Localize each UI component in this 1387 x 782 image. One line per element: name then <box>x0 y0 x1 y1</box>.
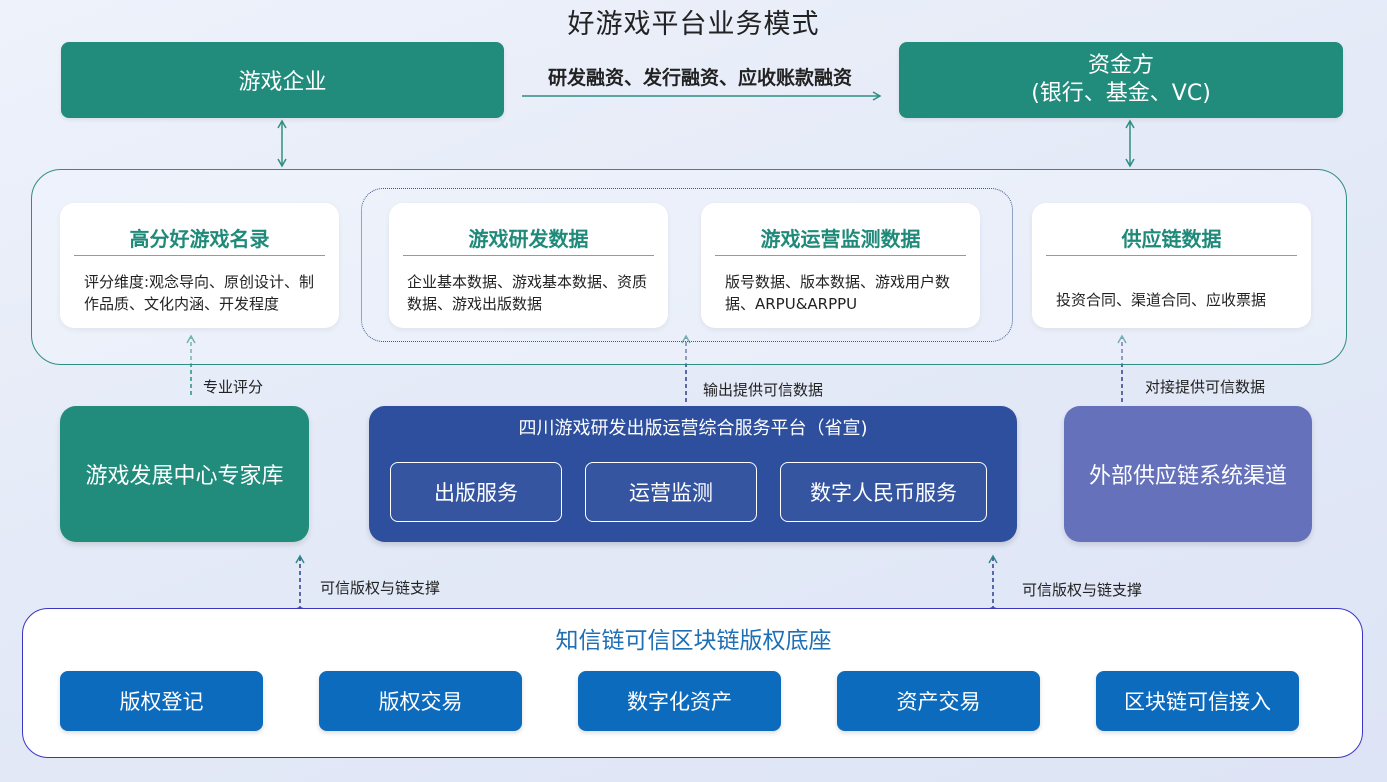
card-game-ops-data[interactable]: 游戏运营监测数据 版号数据、版本数据、游戏用户数据、ARPU&ARPPU <box>701 203 980 328</box>
card-title: 游戏研发数据 <box>468 227 589 251</box>
financing-label: 研发融资、发行融资、应收账款融资 <box>547 67 852 89</box>
platform-data-group <box>361 188 1013 342</box>
funder-box[interactable]: 资金方 (银行、基金、VC) <box>899 42 1343 118</box>
card-divider <box>715 255 966 256</box>
game-enterprise-box[interactable]: 游戏企业 <box>61 42 504 118</box>
supply-channel-box[interactable]: 外部供应链系统渠道 <box>1064 406 1312 542</box>
support-right-label: 可信版权与链支撑 <box>1022 581 1143 599</box>
card-game-dev-data[interactable]: 游戏研发数据 企业基本数据、游戏基本数据、资质数据、游戏出版数据 <box>389 203 668 328</box>
card-divider <box>1046 255 1297 256</box>
card-body: 企业基本数据、游戏基本数据、资质数据、游戏出版数据 <box>407 273 648 313</box>
expert-library-label: 游戏发展中心专家库 <box>85 464 284 489</box>
funder-title: 资金方 <box>1087 53 1154 78</box>
service-platform: 四川游戏研发出版运营综合服务平台（省宣) 出版服务 运营监测 数字人民币服务 <box>369 406 1017 542</box>
copyright-trade-button[interactable]: 版权交易 <box>319 671 522 731</box>
card-body: 评分维度:观念导向、原创设计、制作品质、文化内涵、开发程度 <box>84 273 315 313</box>
button-label: 数字化资产 <box>627 690 732 714</box>
service-label: 出版服务 <box>434 481 518 505</box>
digital-asset-button[interactable]: 数字化资产 <box>578 671 781 731</box>
copyright-registration-button[interactable]: 版权登记 <box>60 671 263 731</box>
support-left-label: 可信版权与链支撑 <box>320 579 441 597</box>
service-label: 数字人民币服务 <box>810 481 957 505</box>
button-label: 资产交易 <box>896 690 981 714</box>
output-data-label: 输出提供可信数据 <box>703 381 824 399</box>
expert-score-label: 专业评分 <box>203 378 264 396</box>
blockchain-access-button[interactable]: 区块链可信接入 <box>1096 671 1299 731</box>
card-supply-chain-data[interactable]: 供应链数据 投资合同、渠道合同、应收票据 <box>1032 203 1311 328</box>
ops-monitor-button[interactable]: 运营监测 <box>585 462 757 522</box>
card-divider <box>74 255 325 256</box>
button-label: 区块链可信接入 <box>1124 690 1271 714</box>
button-label: 版权登记 <box>119 690 204 714</box>
dock-data-label: 对接提供可信数据 <box>1145 378 1266 396</box>
platform-title: 四川游戏研发出版运营综合服务平台（省宣) <box>518 418 868 439</box>
asset-trade-button[interactable]: 资产交易 <box>837 671 1040 731</box>
card-title: 供应链数据 <box>1121 227 1222 251</box>
game-enterprise-label: 游戏企业 <box>238 70 327 95</box>
digital-rmb-service-button[interactable]: 数字人民币服务 <box>780 462 987 522</box>
expert-library-box[interactable]: 游戏发展中心专家库 <box>60 406 309 542</box>
card-title: 高分好游戏名录 <box>129 227 270 251</box>
card-body: 版号数据、版本数据、游戏用户数据、ARPU&ARPPU <box>725 273 951 313</box>
funder-subtitle: (银行、基金、VC) <box>1031 81 1211 106</box>
service-label: 运营监测 <box>629 481 713 505</box>
card-title: 游戏运营监测数据 <box>760 227 921 251</box>
button-label: 版权交易 <box>378 690 463 714</box>
blockchain-base-title: 知信链可信区块链版权底座 <box>555 628 832 654</box>
page-title: 好游戏平台业务模式 <box>567 9 820 40</box>
card-divider <box>403 255 654 256</box>
supply-channel-label: 外部供应链系统渠道 <box>1088 464 1287 489</box>
card-body: 投资合同、渠道合同、应收票据 <box>1056 291 1267 309</box>
publishing-service-button[interactable]: 出版服务 <box>390 462 562 522</box>
card-good-game-list[interactable]: 高分好游戏名录 评分维度:观念导向、原创设计、制作品质、文化内涵、开发程度 <box>60 203 339 328</box>
